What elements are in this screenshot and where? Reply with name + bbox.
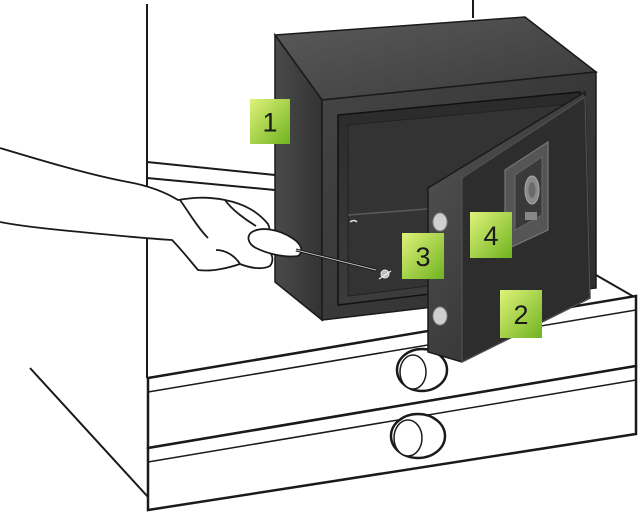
callout-2: 2 [500,290,542,338]
callout-number: 3 [415,242,430,272]
hand-icon [0,148,272,271]
hinge [433,307,447,325]
callout-number: 4 [483,221,498,251]
callout-number: 2 [513,300,528,330]
hinge [433,213,447,231]
callout-3: 3 [402,233,444,279]
callout-1: 1 [250,99,290,144]
callout-number: 1 [262,108,277,138]
callout-4: 4 [470,212,512,258]
